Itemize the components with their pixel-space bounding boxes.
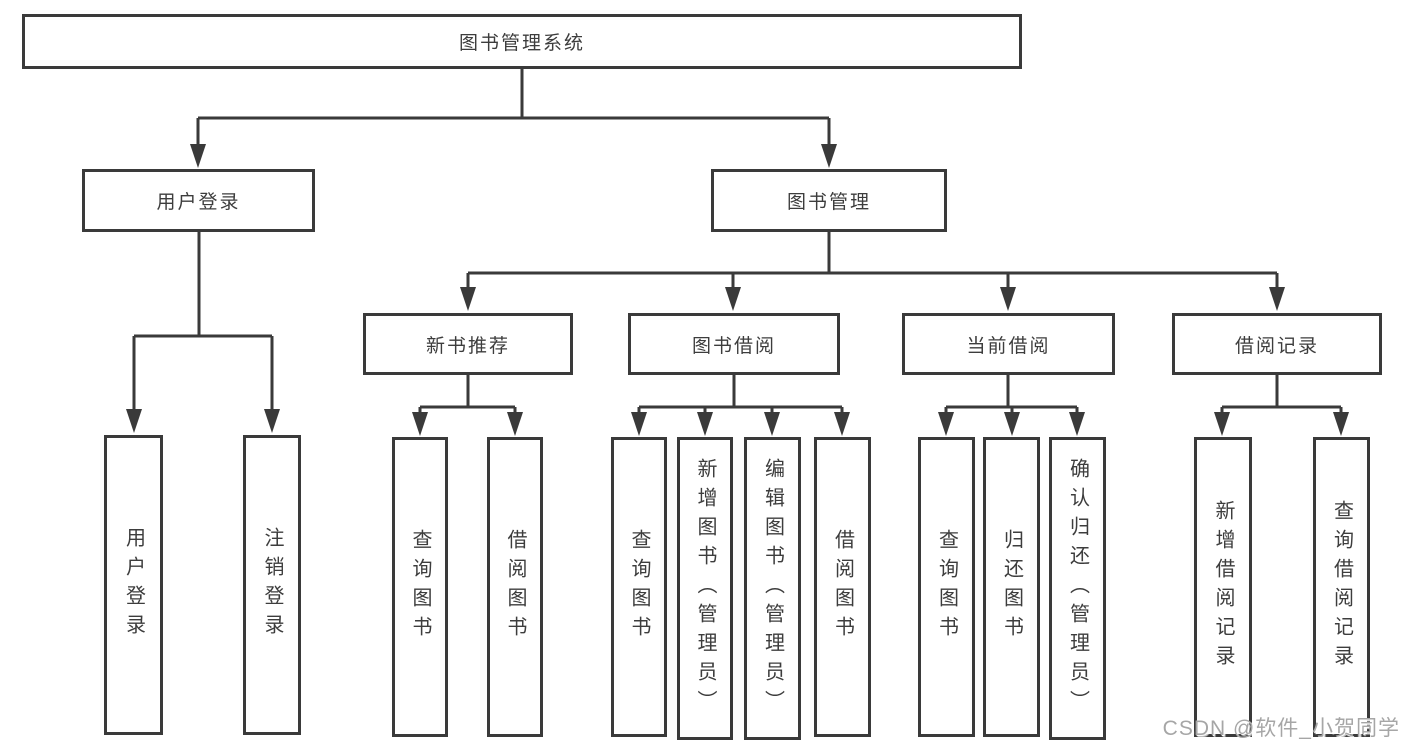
leaf-user-login: 用户登录 bbox=[104, 435, 163, 735]
node-current-borrow: 当前借阅 bbox=[902, 313, 1115, 375]
node-label: 图书管理 bbox=[786, 192, 871, 213]
leaf-br-query-record: 查询借阅记录 bbox=[1313, 437, 1370, 737]
node-label: 查询图书 bbox=[935, 529, 958, 645]
node-borrow-records: 借阅记录 bbox=[1172, 313, 1382, 375]
arrowheads bbox=[126, 144, 1349, 436]
leaf-br-add-record: 新增借阅记录 bbox=[1194, 437, 1252, 737]
node-label: 注销登录 bbox=[261, 527, 283, 643]
node-label: 新增图书（管理员） bbox=[694, 458, 716, 719]
leaf-cb-confirm-return-admin: 确认归还（管理员） bbox=[1049, 437, 1106, 740]
node-label: 用户登录 bbox=[156, 192, 241, 213]
node-label: 当前借阅 bbox=[966, 335, 1051, 357]
node-user-login: 用户登录 bbox=[82, 169, 315, 232]
leaf-cb-query-books: 查询图书 bbox=[918, 437, 975, 737]
leaf-bb-query-books: 查询图书 bbox=[611, 437, 667, 737]
node-label: 查询图书 bbox=[628, 529, 650, 645]
node-book-borrow: 图书借阅 bbox=[628, 313, 840, 375]
leaf-logout: 注销登录 bbox=[243, 435, 301, 735]
node-label: 查询借阅记录 bbox=[1330, 500, 1353, 674]
node-label: 图书借阅 bbox=[691, 335, 776, 357]
node-label: 图书管理系统 bbox=[458, 33, 585, 54]
leaf-bb-borrow-books: 借阅图书 bbox=[814, 437, 871, 737]
node-label: 新增借阅记录 bbox=[1212, 500, 1234, 674]
node-label: 编辑图书（管理员） bbox=[761, 458, 784, 719]
node-new-book-recommend: 新书推荐 bbox=[363, 313, 573, 375]
leaf-bb-edit-books-admin: 编辑图书（管理员） bbox=[744, 437, 801, 740]
node-label: 借阅图书 bbox=[831, 529, 854, 645]
leaf-nbr-query-books: 查询图书 bbox=[392, 437, 448, 737]
node-label: 借阅记录 bbox=[1234, 335, 1319, 357]
node-label: 借阅图书 bbox=[504, 529, 526, 645]
node-label: 新书推荐 bbox=[425, 335, 510, 357]
leaf-bb-add-books-admin: 新增图书（管理员） bbox=[677, 437, 733, 740]
node-book-management: 图书管理 bbox=[711, 169, 947, 232]
node-label: 查询图书 bbox=[409, 529, 431, 645]
node-label: 用户登录 bbox=[122, 527, 145, 643]
leaf-nbr-borrow-books: 借阅图书 bbox=[487, 437, 543, 737]
node-label: 归还图书 bbox=[1000, 529, 1023, 645]
csdn-watermark: CSDN @软件_小贺同学 bbox=[1162, 717, 1400, 740]
node-root: 图书管理系统 bbox=[22, 14, 1022, 69]
node-label: 确认归还（管理员） bbox=[1066, 458, 1089, 719]
leaf-cb-return-books: 归还图书 bbox=[983, 437, 1040, 737]
